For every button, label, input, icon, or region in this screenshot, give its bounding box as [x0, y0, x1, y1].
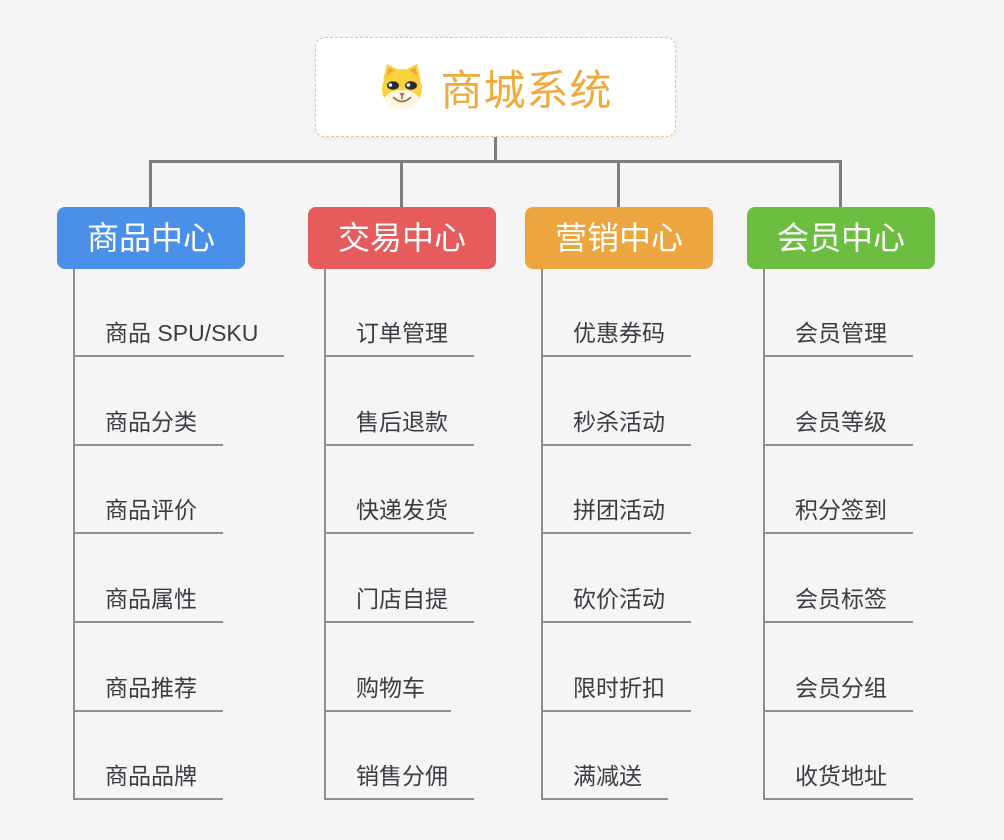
root-topic-label: 商城系统 — [440, 66, 613, 114]
branch-member-center[interactable]: 会员中心 — [747, 207, 935, 269]
branch-product-center[interactable]: 商品中心 — [57, 207, 245, 269]
mindmap-leaf[interactable]: 门店自提 — [324, 584, 474, 623]
connector-spine-marketing — [541, 269, 543, 799]
mindmap-leaf[interactable]: 砍价活动 — [541, 584, 691, 623]
connector-drop-marketing — [617, 160, 620, 207]
connector-bus — [149, 160, 842, 163]
mindmap-leaf[interactable]: 购物车 — [324, 673, 451, 712]
mindmap-leaf[interactable]: 秒杀活动 — [541, 407, 691, 446]
mindmap-leaf[interactable]: 拼团活动 — [541, 495, 691, 534]
branch-marketing-center[interactable]: 营销中心 — [525, 207, 713, 269]
root-topic[interactable]: 商城系统 — [315, 37, 676, 137]
mindmap-leaf[interactable]: 商品推荐 — [73, 673, 223, 712]
mindmap-leaf[interactable]: 订单管理 — [324, 318, 474, 357]
mindmap-leaf[interactable]: 会员标签 — [763, 584, 913, 623]
mindmap-leaf[interactable]: 积分签到 — [763, 495, 913, 534]
connector-spine-product — [73, 269, 75, 799]
mindmap-leaf[interactable]: 快递发货 — [324, 495, 474, 534]
connector-spine-member — [763, 269, 765, 799]
mindmap-leaf[interactable]: 商品 SPU/SKU — [73, 318, 285, 357]
mindmap-leaf[interactable]: 优惠券码 — [541, 318, 691, 357]
mindmap-leaf[interactable]: 限时折扣 — [541, 673, 691, 712]
mindmap-leaf[interactable]: 商品品牌 — [73, 761, 223, 800]
mindmap-leaf[interactable]: 满减送 — [541, 761, 668, 800]
connector-root-stem — [494, 137, 497, 162]
mindmap-leaf[interactable]: 销售分佣 — [324, 761, 474, 800]
connector-drop-trade — [400, 160, 403, 207]
connector-drop-product — [149, 160, 152, 207]
mindmap-leaf[interactable]: 收货地址 — [763, 761, 913, 800]
mindmap-leaf[interactable]: 会员分组 — [763, 673, 913, 712]
branch-trade-center[interactable]: 交易中心 — [308, 207, 496, 269]
mindmap-leaf[interactable]: 商品评价 — [73, 495, 223, 534]
mindmap-leaf[interactable]: 会员等级 — [763, 407, 913, 446]
connector-drop-member — [839, 160, 842, 207]
dog-face-icon — [382, 64, 423, 109]
mindmap-leaf[interactable]: 售后退款 — [324, 407, 474, 446]
mindmap-leaf[interactable]: 会员管理 — [763, 318, 913, 357]
mindmap-leaf[interactable]: 商品属性 — [73, 584, 223, 623]
connector-spine-trade — [324, 269, 326, 799]
mindmap-leaf[interactable]: 商品分类 — [73, 407, 223, 446]
